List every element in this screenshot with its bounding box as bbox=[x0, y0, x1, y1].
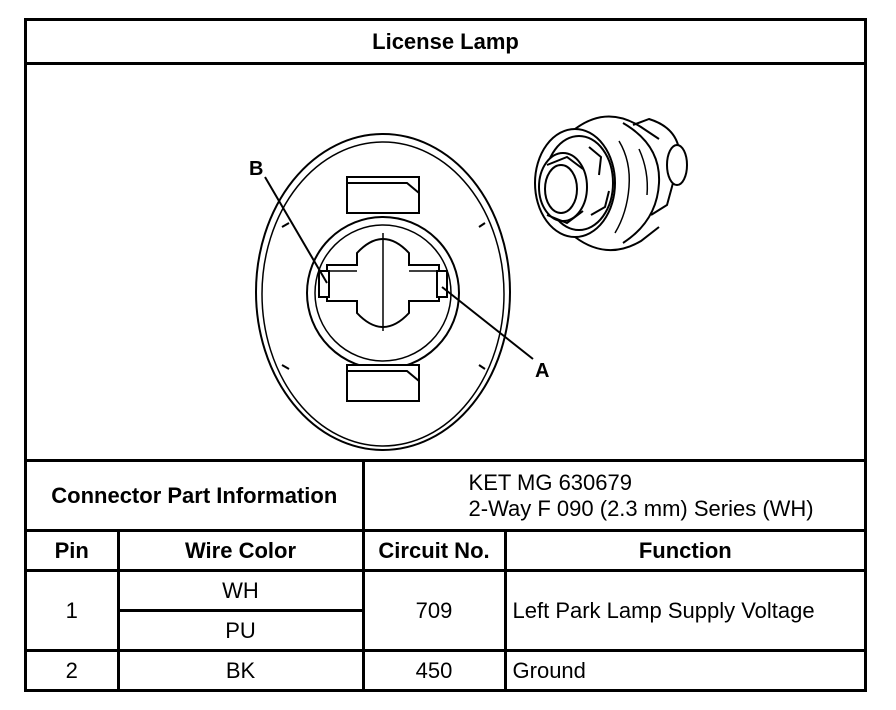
pin-cell: 2 bbox=[27, 649, 120, 691]
table-row: 2 BK 450 Ground bbox=[27, 649, 865, 691]
lamp-socket-icon bbox=[534, 115, 688, 252]
wire-color-cell: WH bbox=[116, 569, 365, 612]
pin-a-leader bbox=[441, 286, 534, 360]
page-title: License Lamp bbox=[27, 21, 864, 65]
connector-drawing: B A bbox=[249, 115, 688, 451]
connector-info-table: Connector Part Information KET MG 630679… bbox=[27, 459, 865, 691]
table-row: 1 WH 709 Left Park Lamp Supply Voltage bbox=[27, 569, 865, 652]
part-series: 2-Way F 090 (2.3 mm) Series (WH) bbox=[468, 495, 814, 521]
circuit-cell: 709 bbox=[361, 569, 507, 652]
header-function: Function bbox=[503, 529, 865, 572]
header-row: Pin Wire Color Circuit No. Function bbox=[27, 529, 865, 572]
part-info-label: Connector Part Information bbox=[27, 459, 365, 532]
header-circuit: Circuit No. bbox=[361, 529, 507, 572]
function-cell: Left Park Lamp Supply Voltage bbox=[503, 569, 865, 652]
pin-b-contact bbox=[318, 270, 330, 298]
pin-b-label: B bbox=[249, 158, 263, 180]
table-row-sub: PU bbox=[27, 609, 864, 652]
function-cell: Ground bbox=[503, 649, 865, 691]
circuit-cell: 450 bbox=[361, 649, 507, 691]
wire-color-cell: PU bbox=[118, 609, 364, 652]
connector-outer-rim bbox=[261, 141, 505, 447]
connector-sheet: License Lamp bbox=[24, 18, 867, 692]
pin-a-contact bbox=[436, 270, 448, 298]
connector-outer-face bbox=[255, 133, 511, 451]
pin-cell: 1 bbox=[27, 569, 120, 652]
connector-illustration: B A bbox=[27, 65, 864, 459]
pin-a-label: A bbox=[535, 360, 549, 382]
part-info-row: Connector Part Information KET MG 630679… bbox=[27, 459, 865, 532]
pin-b-leader bbox=[264, 176, 328, 284]
part-number: KET MG 630679 bbox=[468, 469, 632, 495]
wire-color-cell: BK bbox=[116, 649, 365, 691]
header-pin: Pin bbox=[27, 529, 120, 572]
part-info-value: KET MG 630679 2-Way F 090 (2.3 mm) Serie… bbox=[361, 459, 865, 532]
header-wire-color: Wire Color bbox=[116, 529, 365, 572]
